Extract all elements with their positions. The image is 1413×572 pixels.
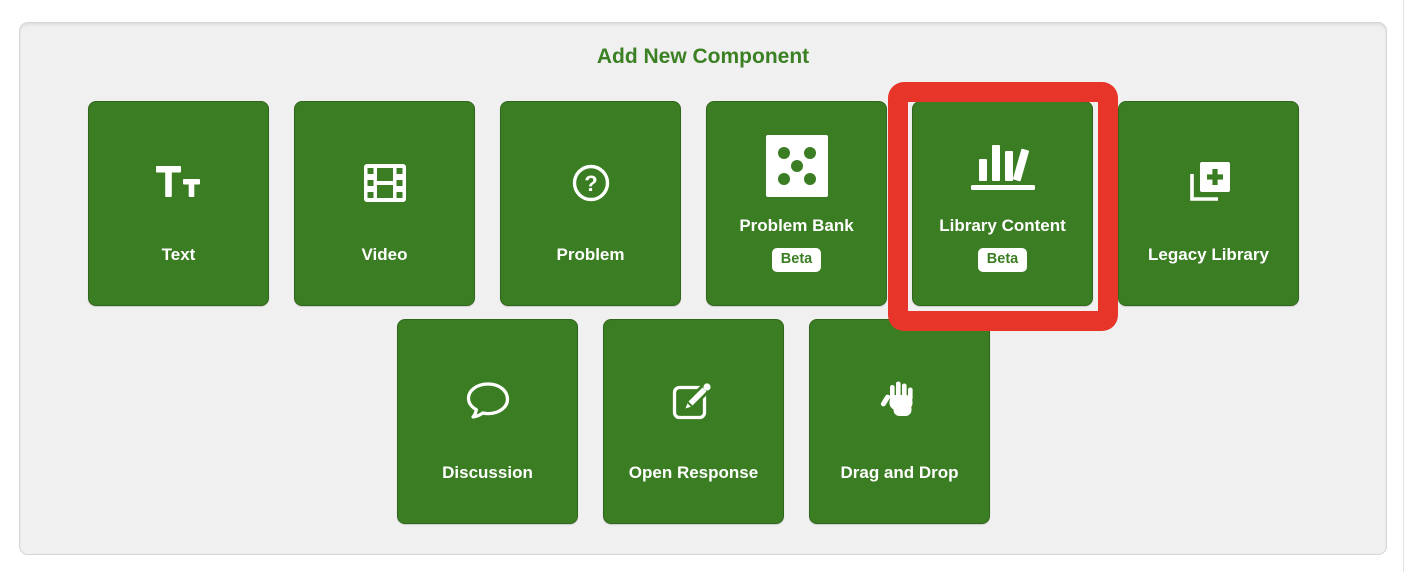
component-button-legacy-library[interactable]: Legacy Library — [1118, 101, 1299, 306]
hand-icon — [878, 379, 922, 423]
window-edge-line — [1403, 0, 1404, 572]
text-icon — [156, 161, 201, 205]
bookshelf-icon — [967, 136, 1039, 196]
film-icon — [363, 161, 406, 205]
component-button-problem[interactable]: ? Problem — [500, 101, 681, 306]
speech-bubble-icon — [465, 379, 511, 423]
component-label: Drag and Drop — [840, 462, 959, 482]
beta-badge: Beta — [771, 247, 822, 272]
panel-title: Add New Component — [596, 45, 810, 68]
component-label: Video — [361, 244, 408, 264]
component-button-video[interactable]: Video — [294, 101, 475, 306]
edit-pencil-icon — [671, 379, 717, 423]
beta-badge: Beta — [977, 247, 1028, 272]
component-label: Problem — [556, 244, 625, 264]
add-new-component-panel: Add New Component Text — [19, 22, 1387, 555]
dice-icon — [765, 134, 829, 197]
component-label: Library Content — [939, 215, 1066, 235]
component-button-problem-bank[interactable]: Problem Bank Beta — [706, 101, 887, 306]
component-button-text[interactable]: Text — [88, 101, 269, 306]
component-button-library-content[interactable]: Library Content Beta — [912, 101, 1093, 306]
add-library-icon — [1185, 161, 1233, 205]
component-label: Open Response — [628, 462, 759, 482]
component-label: Legacy Library — [1148, 244, 1269, 264]
question-glyph: ? — [584, 171, 597, 196]
component-label: Problem Bank — [739, 215, 854, 235]
component-label: Discussion — [442, 462, 533, 482]
question-circle-icon: ? — [571, 161, 611, 205]
component-button-drag-and-drop[interactable]: Drag and Drop — [809, 319, 990, 524]
component-button-open-response[interactable]: Open Response — [603, 319, 784, 524]
component-button-discussion[interactable]: Discussion — [397, 319, 578, 524]
component-label: Text — [161, 244, 196, 264]
